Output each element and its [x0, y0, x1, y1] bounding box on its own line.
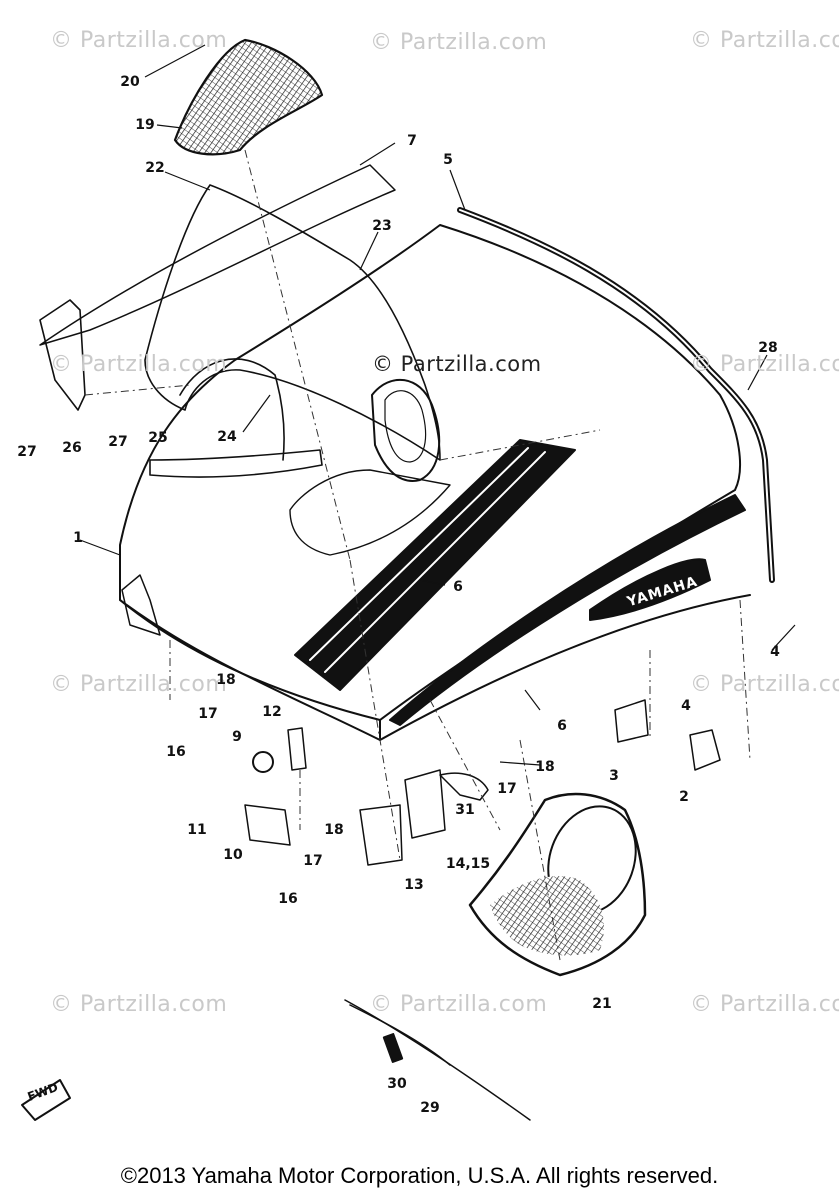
bracket-31	[439, 772, 489, 801]
watermark: © Partzilla.com	[690, 28, 839, 53]
callout-17: 17	[198, 706, 218, 722]
callout-18c: 18	[324, 822, 344, 838]
watermark-center: © Partzilla.com	[372, 352, 542, 376]
bracket-2	[689, 729, 721, 771]
callout-6: 6	[453, 579, 463, 595]
visor	[173, 38, 324, 156]
callout-11: 11	[187, 822, 207, 838]
callout-1: 1	[73, 530, 83, 546]
watermark: © Partzilla.com	[690, 672, 839, 697]
callout-6b: 6	[557, 718, 567, 734]
callout-23: 23	[372, 218, 392, 234]
callout-16b: 16	[278, 891, 298, 907]
watermark: © Partzilla.com	[50, 672, 228, 697]
callout-24: 24	[217, 429, 237, 445]
callout-22: 22	[145, 160, 165, 176]
callout-27: 27	[17, 444, 37, 460]
latch-left	[121, 574, 161, 636]
callout-9: 9	[232, 729, 242, 745]
hood-lower-lip	[119, 594, 751, 741]
callout-21: 21	[592, 996, 612, 1012]
callout-25: 25	[148, 430, 168, 446]
bracket-12	[287, 727, 307, 771]
hood-shell	[119, 224, 741, 721]
callout-4b: 4	[681, 698, 691, 714]
callout-3: 3	[609, 768, 619, 784]
cable-30-sleeve	[382, 1033, 404, 1063]
watermark: © Partzilla.com	[50, 352, 228, 377]
center-stripe	[294, 439, 576, 691]
callout-26: 26	[62, 440, 82, 456]
windshield-trim	[179, 358, 285, 461]
callout-7: 7	[407, 133, 417, 149]
cable-29	[344, 999, 531, 1121]
callout-2: 2	[679, 789, 689, 805]
hood-rear-panel	[39, 164, 396, 346]
bracket-10	[244, 804, 291, 846]
bracket-3	[614, 699, 649, 743]
callout-29: 29	[420, 1100, 440, 1116]
watermark: © Partzilla.com	[50, 28, 228, 53]
headlight-opening	[371, 378, 441, 482]
watermark: © Partzilla.com	[690, 352, 839, 377]
callout-28: 28	[758, 340, 778, 356]
callout-30: 30	[387, 1076, 407, 1092]
dash-tray	[289, 469, 451, 556]
watermark: © Partzilla.com	[370, 992, 548, 1017]
seal-strip	[457, 207, 775, 583]
switch-9	[252, 751, 274, 773]
plate-13	[359, 804, 403, 866]
callout-27b: 27	[108, 434, 128, 450]
callout-5: 5	[443, 152, 453, 168]
callout-13: 13	[404, 877, 424, 893]
plate-14-15	[404, 769, 446, 839]
trim-strip	[149, 449, 323, 478]
watermark: © Partzilla.com	[50, 992, 228, 1017]
callout-18b: 18	[535, 759, 555, 775]
callout-18: 18	[216, 672, 236, 688]
forward-arrow	[21, 1079, 71, 1121]
copyright-notice: ©2013 Yamaha Motor Corporation, U.S.A. A…	[120, 1163, 719, 1188]
callout-16: 16	[166, 744, 186, 760]
callout-12: 12	[262, 704, 282, 720]
callout-20: 20	[120, 74, 140, 90]
callout-17b: 17	[497, 781, 517, 797]
callout-17c: 17	[303, 853, 323, 869]
callout-4: 4	[770, 644, 780, 660]
callout-19: 19	[135, 117, 155, 133]
watermark: © Partzilla.com	[370, 30, 548, 55]
callout-10: 10	[223, 847, 243, 863]
callout-14-15: 14,15	[445, 856, 491, 872]
windshield	[144, 184, 441, 461]
side-decal	[389, 494, 746, 726]
grille	[468, 792, 647, 977]
callout-31: 31	[455, 802, 475, 818]
watermark: © Partzilla.com	[690, 992, 839, 1017]
